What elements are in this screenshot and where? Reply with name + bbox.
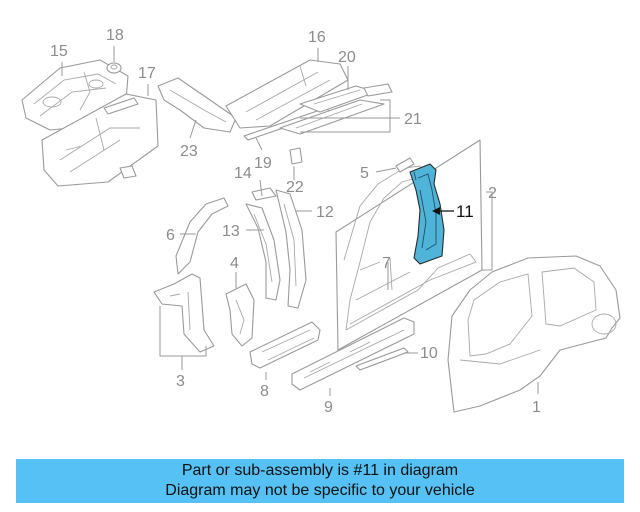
- part-8-sill-section: [249, 321, 321, 369]
- callout-4: 4: [230, 255, 239, 272]
- callout-8: 8: [260, 383, 269, 400]
- callout-16: 16: [308, 29, 326, 46]
- callout-20: 20: [338, 49, 356, 66]
- part-5-bracket: [395, 157, 415, 173]
- banner-line-part-info: Part or sub-assembly is #11 in diagram: [181, 462, 459, 479]
- callout-17: 17: [138, 65, 156, 82]
- part-16-front-floor: [225, 59, 349, 129]
- callout-5: 5: [360, 165, 369, 182]
- part-1-outer-body-side: [447, 255, 621, 413]
- callout-10: 10: [420, 345, 438, 362]
- part-11-center-pillar-highlighted: [409, 163, 445, 265]
- part-12-pillar-reinforcement: [275, 189, 307, 309]
- info-banner: Part or sub-assembly is #11 in diagram D…: [16, 459, 624, 503]
- callout-9: 9: [324, 399, 333, 416]
- banner-line-disclaimer: Diagram may not be specific to your vehi…: [165, 482, 475, 499]
- callout-2: 2: [488, 185, 497, 202]
- part-3-hinge-pillar: [153, 273, 215, 353]
- part-9-rocker-panel: [291, 317, 415, 391]
- callout-6: 6: [166, 227, 175, 244]
- part-23-bracket: [157, 77, 237, 133]
- exploded-parts-diagram: 15 18 16 17 20 21 23 19 14 22 5 2 12 11 …: [21, 27, 621, 416]
- callout-23: 23: [180, 143, 198, 160]
- callout-22: 22: [286, 179, 304, 196]
- callout-7: 7: [382, 255, 391, 272]
- part-18-grommet: [106, 62, 122, 74]
- callout-12: 12: [316, 204, 334, 221]
- part-4-bracket: [225, 283, 255, 347]
- callout-11: 11: [456, 202, 474, 221]
- part-6-wheel-arch: [175, 197, 229, 275]
- callout-3: 3: [176, 373, 185, 390]
- callout-labels: 15 18 16 17 20 21 23 19 14 22 5 2 12 11 …: [50, 27, 541, 416]
- callout-15: 15: [50, 43, 68, 60]
- part-17-floor-assembly: [41, 93, 159, 187]
- part-14-pillar: [251, 187, 277, 201]
- callout-1: 1: [532, 399, 541, 416]
- callout-14: 14: [234, 165, 252, 182]
- part-21-rails: [279, 83, 393, 135]
- leader-lines: [61, 46, 539, 396]
- callout-21: 21: [404, 111, 422, 128]
- callout-13: 13: [222, 223, 240, 240]
- part-13-pillar-inner: [245, 203, 281, 301]
- callout-19: 19: [254, 155, 272, 172]
- callout-18: 18: [106, 27, 124, 44]
- part-22-clip: [289, 147, 303, 165]
- part-10-sill-strip: [355, 347, 409, 371]
- leader-11: [432, 207, 454, 215]
